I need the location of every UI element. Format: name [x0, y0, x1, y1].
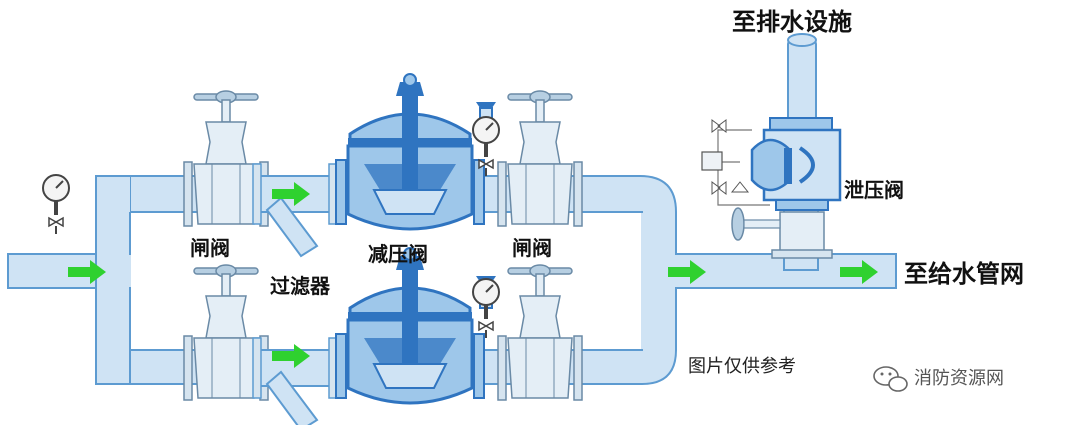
gate-valve-top-right	[497, 90, 583, 227]
pressure-gauge-bottom	[472, 278, 500, 339]
pressure-reducing-valve-bottom	[334, 246, 498, 405]
gate-valve-bottom-right	[497, 264, 583, 401]
pressure-gauge-inlet	[42, 174, 70, 235]
label-drain: 至排水设施	[732, 8, 852, 36]
label-relief-valve: 泄压阀	[844, 178, 904, 202]
filter-top	[252, 163, 338, 257]
label-disclaimer: 图片仅供参考	[688, 356, 796, 377]
label-gate-valve-left: 闸阀	[190, 236, 230, 260]
wechat-icon	[873, 366, 908, 392]
pressure-reducing-valve-top	[334, 72, 498, 231]
label-filter: 过滤器	[270, 274, 330, 298]
label-pressure-reducing-valve: 减压阀	[368, 242, 428, 266]
label-gate-valve-right: 闸阀	[512, 236, 552, 260]
relief-valve-assembly	[701, 117, 842, 259]
watermark-text: 消防资源网	[914, 368, 1004, 389]
label-to-supply-network: 至给水管网	[904, 260, 1024, 288]
